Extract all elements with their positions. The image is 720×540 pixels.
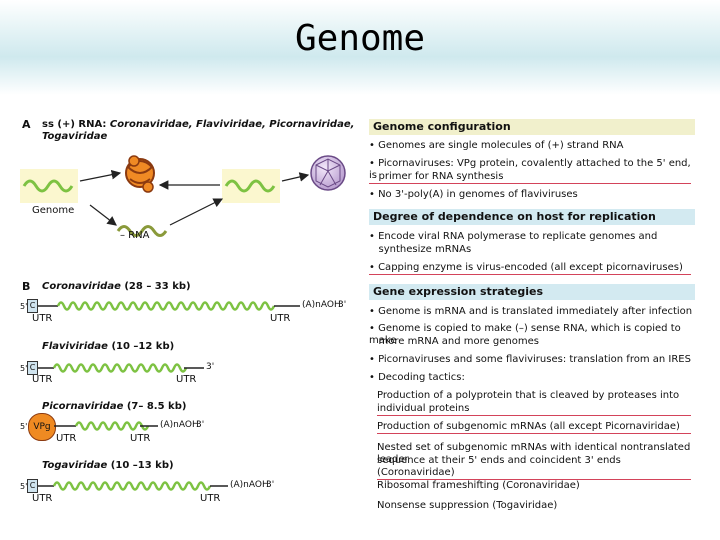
genome-family-name: Flaviviridae bbox=[42, 341, 108, 352]
poly-a-tail-label: (A)nAOH bbox=[230, 479, 269, 491]
panel-item: Production of subgenomic mRNAs (all exce… bbox=[377, 421, 699, 434]
panel-item: Ribosomal frameshifting (Coronaviridae) bbox=[377, 480, 707, 492]
cap-box: C bbox=[27, 361, 38, 375]
panel-item-text: primer for RNA synthesis bbox=[369, 171, 691, 184]
section-a-heading-families: Coronaviridae, Flaviviridae, Picornaviri… bbox=[110, 119, 355, 130]
five-prime-label: 5' bbox=[20, 421, 27, 433]
minus-rna-label: – RNA bbox=[120, 230, 149, 242]
panel-item: Production of a polyprotein that is clea… bbox=[377, 390, 707, 402]
section-a-heading-plain: ss (+) RNA: bbox=[42, 119, 110, 130]
genome-family-name: Picornaviridae bbox=[42, 401, 123, 412]
genome-size: (7– 8.5 kb) bbox=[127, 401, 187, 412]
panel-item-text: sequence at their 5' ends and coincident… bbox=[377, 455, 691, 480]
replication-cycle-diagram bbox=[20, 141, 360, 251]
utr-left-label: UTR bbox=[32, 313, 52, 325]
cap-box: C bbox=[27, 479, 38, 493]
panel-item: • Decoding tactics: bbox=[369, 372, 699, 384]
panel-item: synthesize mRNAs bbox=[369, 244, 699, 256]
host-dependence-heading: Degree of dependence on host for replica… bbox=[369, 209, 695, 225]
three-prime-label: 3' bbox=[338, 299, 346, 311]
utr-right-label: UTR bbox=[270, 313, 290, 325]
utr-left-label: UTR bbox=[32, 493, 52, 505]
poly-a-tail-label: (A)nAOH bbox=[302, 299, 341, 311]
vpg-protein-circle: VPg bbox=[28, 413, 56, 441]
genome-configuration-heading: Genome configuration bbox=[369, 119, 695, 135]
panel-item: • Genomes are single molecules of (+) st… bbox=[369, 140, 699, 152]
panel-item-text: individual proteins bbox=[377, 403, 691, 416]
slide-title: Genome bbox=[0, 18, 720, 59]
utr-left-label: UTR bbox=[32, 374, 52, 386]
three-prime-label: 3' bbox=[206, 361, 214, 373]
panel-item: • Genome is mRNA and is translated immed… bbox=[369, 306, 699, 318]
genome-heading-coronaviridae: Coronaviridae (28 – 33 kb) bbox=[42, 281, 191, 293]
panel-item: more mRNA and more genomes bbox=[369, 336, 699, 348]
genome-strand-coronaviridae bbox=[38, 297, 300, 315]
cap-box: C bbox=[27, 299, 38, 313]
genome-heading-flaviviridae: Flaviviridae (10 –12 kb) bbox=[42, 341, 174, 353]
panel-item-text: • Capping enzyme is virus-encoded (all e… bbox=[369, 262, 691, 275]
virion-icon bbox=[311, 156, 345, 190]
panel-item: Nonsense suppression (Togaviridae) bbox=[377, 500, 707, 512]
genome-heading-togaviridae: Togaviridae (10 –13 kb) bbox=[42, 460, 174, 472]
genome-family-name: Coronaviridae bbox=[42, 281, 121, 292]
panel-item: • Encode viral RNA polymerase to replica… bbox=[369, 231, 699, 243]
utr-left-label: UTR bbox=[56, 433, 76, 445]
gene-expression-heading: Gene expression strategies bbox=[369, 284, 695, 300]
panel-item: primer for RNA synthesis bbox=[369, 171, 691, 184]
panel-item: • Picornaviruses and some flaviviruses: … bbox=[369, 354, 699, 366]
three-prime-label: 3' bbox=[196, 419, 204, 431]
genome-size: (10 –13 kb) bbox=[111, 460, 174, 471]
genome-figure: A ss (+) RNA: Coronaviridae, Flavivirida… bbox=[20, 113, 700, 523]
panel-item: sequence at their 5' ends and coincident… bbox=[377, 455, 699, 480]
panel-item-text: Production of subgenomic mRNAs (all exce… bbox=[377, 421, 691, 434]
panel-item: individual proteins bbox=[377, 403, 699, 416]
section-b-letter: B bbox=[22, 281, 30, 293]
poly-a-tail-label: (A)nAOH bbox=[160, 419, 199, 431]
genome-size: (10 –12 kb) bbox=[111, 341, 174, 352]
genome-heading-picornaviridae: Picornaviridae (7– 8.5 kb) bbox=[42, 401, 186, 413]
section-a-letter: A bbox=[22, 119, 31, 131]
genome-size: (28 – 33 kb) bbox=[124, 281, 190, 292]
utr-right-label: UTR bbox=[176, 374, 196, 386]
genome-family-name: Togaviridae bbox=[42, 460, 107, 471]
panel-item: • No 3'-poly(A) in genomes of flavivirus… bbox=[369, 189, 699, 201]
utr-right-label: UTR bbox=[200, 493, 220, 505]
genome-label: Genome bbox=[32, 205, 74, 217]
utr-right-label: UTR bbox=[130, 433, 150, 445]
polysome-icon bbox=[126, 156, 154, 192]
panel-item: • Capping enzyme is virus-encoded (all e… bbox=[369, 262, 691, 275]
three-prime-label: 3' bbox=[266, 479, 274, 491]
section-a-heading: ss (+) RNA: Coronaviridae, Flaviviridae,… bbox=[42, 119, 354, 131]
